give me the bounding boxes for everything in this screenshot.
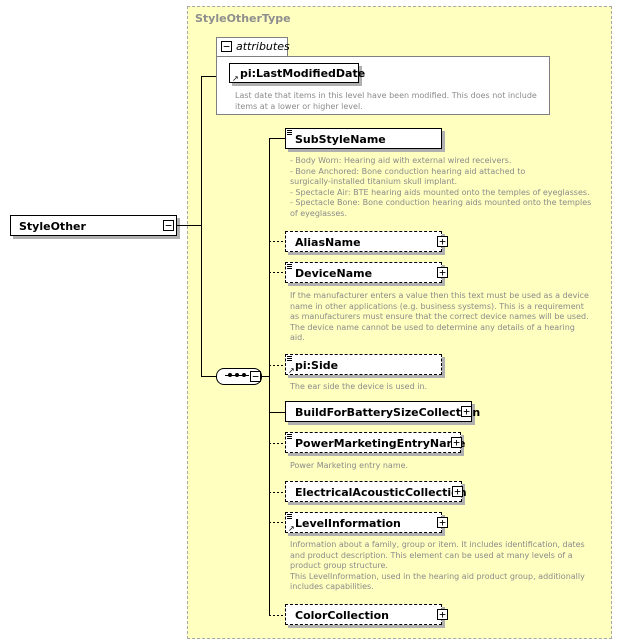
element-box-device-name[interactable]: DeviceName +: [285, 262, 448, 283]
element-box-level-information[interactable]: ↗ LevelInformation +: [285, 512, 448, 533]
sequence-icon: [225, 373, 249, 379]
sequence-branch-line: [269, 138, 270, 615]
text-content-icon: [287, 434, 292, 439]
expand-toggle[interactable]: +: [452, 486, 463, 497]
element-name: ColorCollection: [295, 609, 389, 622]
connector-line: [261, 376, 269, 377]
element-name: BuildForBatterySizeCollection: [295, 406, 481, 419]
optional-arrow-icon: ↗: [288, 366, 295, 375]
element-box-color-collection[interactable]: ColorCollection +: [285, 604, 448, 625]
branch-tick: [269, 522, 285, 523]
complex-type-title: StyleOtherType: [195, 12, 291, 25]
attribute-box-last-modified-date[interactable]: ↗ pi:LastModifiedDate: [229, 63, 365, 83]
branch-tick: [269, 412, 285, 413]
element-box-pi-side[interactable]: ↗ pi:Side: [285, 354, 442, 375]
expand-toggle[interactable]: +: [461, 406, 472, 417]
optional-arrow-icon: ↗: [288, 524, 295, 533]
branch-tick: [269, 443, 285, 444]
element-doc: Power Marketing entry name.: [290, 461, 409, 470]
element-box-sub-style-name[interactable]: SubStyleName: [285, 128, 442, 149]
element-name: pi:Side: [295, 359, 339, 372]
element-name: LevelInformation: [295, 517, 401, 530]
root-element-box[interactable]: StyleOther −: [10, 215, 177, 236]
element-box-power-marketing-entry-name[interactable]: PowerMarketingEntryName +: [285, 432, 465, 453]
branch-tick: [269, 615, 285, 616]
text-content-icon: [287, 264, 292, 269]
branch-tick: [269, 138, 285, 139]
connector-line: [201, 376, 216, 377]
connector-line: [201, 76, 216, 77]
branch-tick: [269, 365, 285, 366]
element-box-build-for-battery-size-collection[interactable]: BuildForBatterySizeCollection +: [285, 401, 480, 422]
branch-tick: [269, 272, 285, 273]
attributes-label: attributes: [236, 40, 290, 53]
expand-toggle[interactable]: +: [437, 517, 448, 528]
element-doc: Information about a family, group or ite…: [290, 540, 585, 591]
attributes-tab: [216, 37, 288, 56]
attributes-frame: [216, 56, 550, 115]
text-content-icon: [287, 356, 292, 361]
element-name: DeviceName: [295, 267, 373, 280]
connector-line: [201, 76, 202, 377]
root-collapse-toggle[interactable]: −: [163, 220, 174, 231]
text-content-icon: [287, 514, 292, 519]
attribute-name: pi:LastModifiedDate: [240, 67, 366, 80]
expand-toggle[interactable]: +: [451, 437, 462, 448]
branch-tick: [269, 492, 285, 493]
element-doc: If the manufacturer enters a value then …: [290, 291, 589, 342]
attributes-collapse-toggle[interactable]: −: [221, 41, 232, 52]
branch-tick: [269, 241, 285, 242]
expand-toggle[interactable]: +: [437, 267, 448, 278]
element-box-electrical-acoustic-collection[interactable]: ElectricalAcousticCollection +: [285, 481, 467, 502]
text-content-icon: [287, 130, 292, 135]
element-doc: - Body Worn: Hearing aid with external w…: [290, 156, 592, 218]
optional-arrow-icon: ↗: [232, 74, 239, 83]
connector-line: [177, 225, 201, 226]
sequence-collapse-toggle[interactable]: −: [250, 371, 261, 382]
root-element-name: StyleOther: [19, 220, 86, 233]
element-name: AliasName: [295, 236, 361, 249]
element-box-alias-name[interactable]: AliasName +: [285, 231, 448, 252]
expand-toggle[interactable]: +: [437, 609, 448, 620]
element-doc: The ear side the device is used in.: [290, 382, 428, 391]
element-name: SubStyleName: [295, 133, 386, 146]
attribute-doc: Last date that items in this level have …: [235, 91, 537, 111]
expand-toggle[interactable]: +: [437, 236, 448, 247]
element-name: PowerMarketingEntryName: [295, 437, 466, 450]
element-name: ElectricalAcousticCollection: [295, 486, 467, 499]
